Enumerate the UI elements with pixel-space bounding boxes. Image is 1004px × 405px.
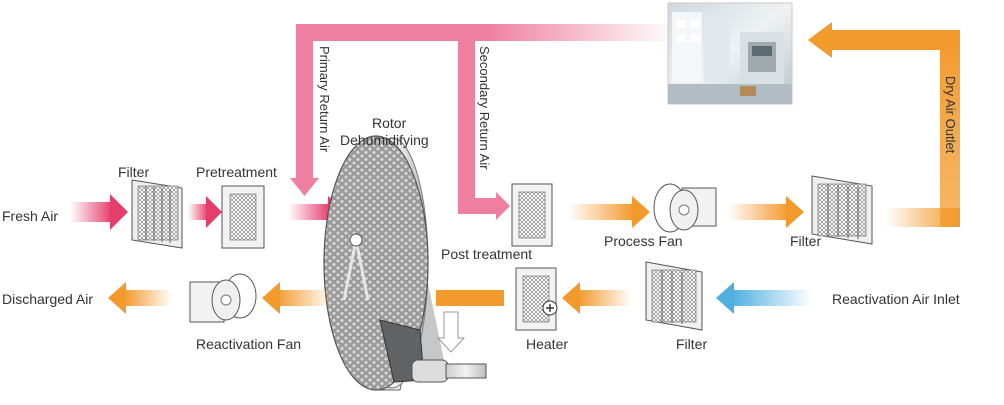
- reactivation-filter-icon: [645, 261, 703, 331]
- label-reactivation-air-inlet: Reactivation Air Inlet: [832, 291, 960, 307]
- label-pretreatment: Pretreatment: [196, 164, 277, 180]
- process-filter-icon: [811, 175, 873, 245]
- dry-air-outlet-duct: [808, 22, 960, 227]
- intake-filter-icon: [131, 179, 183, 249]
- label-dry-air-outlet: Dry Air Outlet: [943, 76, 958, 154]
- label-process-fan: Process Fan: [604, 233, 683, 249]
- desiccant-rotor-icon: [323, 135, 487, 391]
- process-air-arrow: [568, 196, 650, 228]
- label-rotor-sub: Dehumidifying: [340, 132, 429, 148]
- reactivation-arrow-2: [562, 282, 632, 314]
- label-post-treatment: Post treatment: [441, 246, 532, 262]
- reactivation-exhaust-arrow: [262, 282, 332, 314]
- label-primary-return-air: Primary Return Air: [317, 46, 332, 153]
- cleanroom-photo-icon: [667, 2, 793, 105]
- reactivation-fan-icon: [189, 273, 257, 323]
- heater-icon: [515, 267, 558, 331]
- heated-air-arrow: [436, 290, 504, 306]
- label-heater: Heater: [526, 336, 568, 352]
- process-air-arrow-2: [728, 196, 804, 228]
- label-filter-process: Filter: [790, 233, 821, 249]
- pretreatment-panel-icon: [221, 185, 265, 249]
- label-secondary-return-air: Secondary Return Air: [477, 46, 492, 170]
- label-fresh-air: Fresh Air: [2, 208, 58, 224]
- post-treatment-panel-icon: [511, 183, 553, 247]
- label-rotor: Rotor: [372, 115, 407, 131]
- process-fan-icon: [653, 183, 717, 233]
- reactivation-inlet-arrow: [716, 282, 812, 314]
- label-filter-intake: Filter: [118, 164, 149, 180]
- label-filter-reactivation: Filter: [676, 336, 707, 352]
- label-reactivation-fan: Reactivation Fan: [196, 336, 301, 352]
- fresh-air-arrow: [70, 194, 128, 230]
- discharged-air-arrow: [108, 282, 172, 314]
- return-air-duct: [290, 24, 676, 220]
- label-discharged-air: Discharged Air: [2, 291, 93, 307]
- fresh-air-arrow-2: [188, 196, 222, 228]
